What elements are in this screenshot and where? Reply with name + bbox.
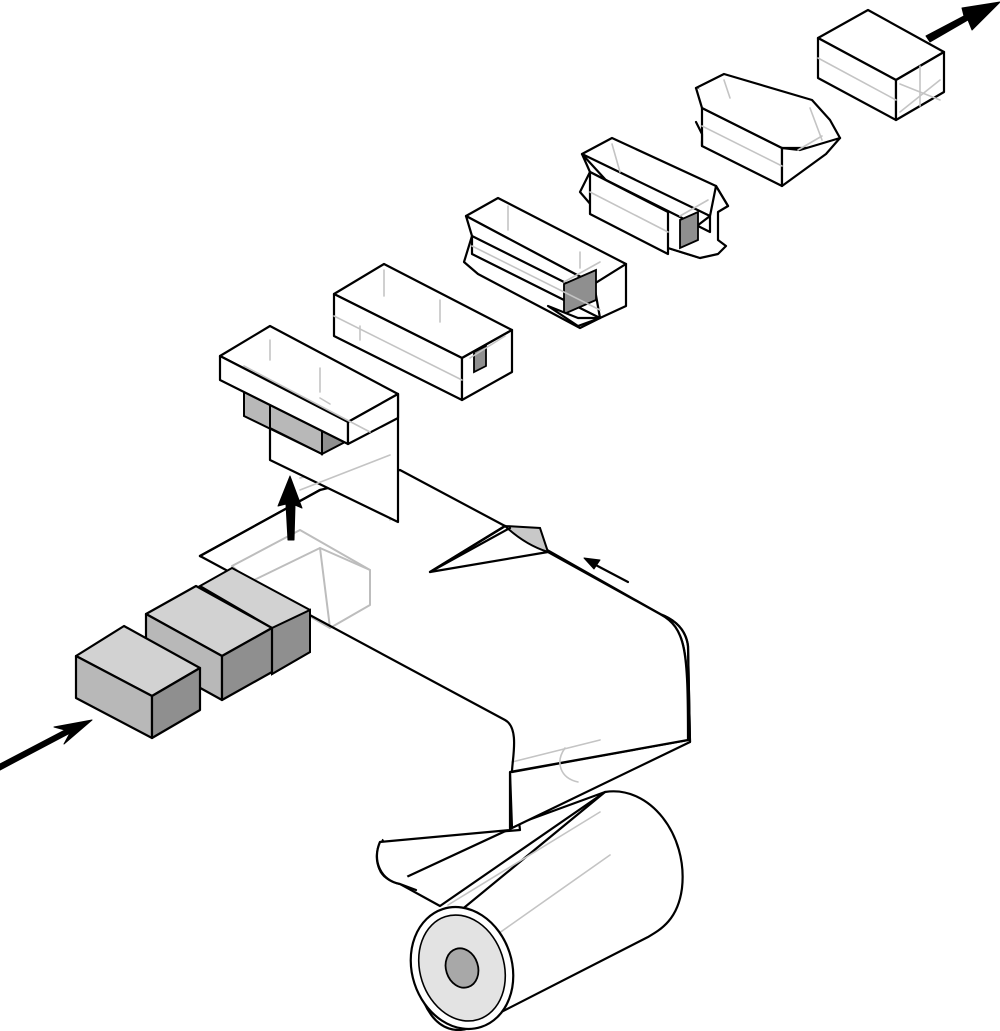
infeed-arrow xyxy=(0,719,93,771)
film-web-icon xyxy=(198,454,692,908)
sealed-tube-icon xyxy=(332,262,514,402)
end-fold-icon xyxy=(694,72,842,188)
forming-tube-icon xyxy=(218,324,400,524)
finished-pack-icon xyxy=(816,8,946,122)
film-roll-icon xyxy=(409,790,684,1031)
end-fold-icon xyxy=(578,136,730,260)
outfeed-arrow xyxy=(925,1,1000,43)
product-box-icon xyxy=(74,566,311,740)
lift-arrow xyxy=(277,475,303,541)
end-fold-icon xyxy=(462,196,628,330)
film-direction-arrow xyxy=(583,557,630,584)
